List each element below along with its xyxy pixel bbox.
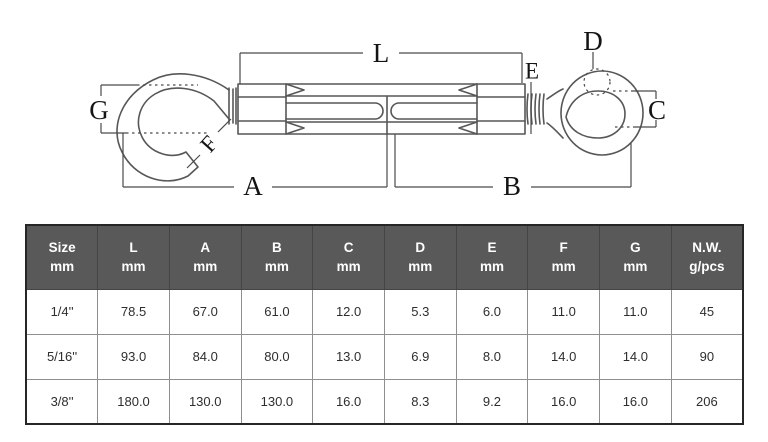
dim-label-l: L	[373, 38, 390, 68]
table-cell: 11.0	[599, 288, 672, 335]
table-cell: 13.0	[312, 333, 385, 380]
wire-diameter-dotted-circle	[583, 68, 611, 96]
table-cell: 14.0	[599, 333, 672, 380]
table-cell: 93.0	[97, 333, 170, 380]
header-name: G	[630, 239, 641, 255]
header-cell-g: G mm	[599, 224, 672, 290]
dimension-c: C	[613, 90, 666, 128]
dim-label-e: E	[525, 59, 539, 84]
table-cell: 206	[670, 378, 744, 425]
spec-table-header: Size mm L mm A mm B mm C mm	[25, 224, 744, 290]
header-cell-b: B mm	[240, 224, 314, 290]
dim-label-c: C	[648, 95, 666, 125]
header-name: N.W.	[692, 239, 722, 255]
header-cell-nw: N.W. g/pcs	[670, 224, 744, 290]
dimension-g: G	[89, 84, 207, 134]
table-cell: 130.0	[240, 378, 314, 425]
table-cell: 14.0	[527, 333, 600, 380]
header-cell-c: C mm	[312, 224, 385, 290]
dim-label-d: D	[583, 26, 603, 56]
dim-label-b: B	[503, 171, 521, 201]
table-cell: 45	[670, 288, 744, 335]
table-cell: 16.0	[312, 378, 385, 425]
table-row: 1/4'' 78.5 67.0 61.0 12.0 5.3 6.0 11.0 1…	[25, 288, 744, 335]
left-hex-nut	[237, 83, 287, 135]
header-name: E	[487, 239, 497, 255]
header-name: D	[415, 239, 426, 255]
table-cell: 130.0	[168, 378, 242, 425]
header-name: Size	[48, 239, 76, 255]
table-cell: 1/4''	[25, 288, 99, 335]
table-cell: 80.0	[240, 333, 314, 380]
table-cell: 5/16''	[25, 333, 99, 380]
table-cell: 5.3	[383, 288, 457, 335]
table-cell: 9.2	[455, 378, 529, 425]
table-cell: 16.0	[527, 378, 600, 425]
table-cell: 11.0	[527, 288, 600, 335]
header-unit: mm	[408, 259, 433, 275]
table-row: 5/16'' 93.0 84.0 80.0 13.0 6.9 8.0 14.0 …	[25, 333, 744, 380]
table-cell: 67.0	[168, 288, 242, 335]
header-unit: mm	[479, 259, 504, 275]
table-cell: 180.0	[97, 378, 170, 425]
table-cell: 61.0	[240, 288, 314, 335]
header-unit: mm	[50, 259, 75, 275]
thread-coils	[526, 88, 564, 139]
table-cell: 12.0	[312, 288, 385, 335]
dim-label-f: F	[195, 131, 222, 157]
header-unit: mm	[121, 259, 146, 275]
dimension-b: B	[394, 134, 632, 201]
header-unit: mm	[336, 259, 361, 275]
header-cell-l: L mm	[97, 224, 170, 290]
table-cell: 78.5	[97, 288, 170, 335]
dimension-l: L	[239, 38, 523, 84]
header-name: B	[272, 239, 282, 255]
header-unit: mm	[551, 259, 576, 275]
table-cell: 8.0	[455, 333, 529, 380]
header-cell-d: D mm	[383, 224, 457, 290]
table-cell: 16.0	[599, 378, 672, 425]
table-cell: 84.0	[168, 333, 242, 380]
body-frame	[285, 83, 478, 135]
hook-outline	[116, 73, 237, 182]
right-hex-nut	[476, 83, 526, 135]
header-unit: mm	[623, 259, 648, 275]
header-cell-size: Size mm	[25, 224, 99, 290]
header-name: F	[559, 239, 568, 255]
header-unit: mm	[264, 259, 289, 275]
header-cell-e: E mm	[455, 224, 529, 290]
header-unit: mm	[193, 259, 218, 275]
spec-table: Size mm L mm A mm B mm C mm	[25, 224, 744, 425]
header-name: L	[129, 239, 138, 255]
eye-outline	[560, 68, 644, 156]
table-cell: 90	[670, 333, 744, 380]
turnbuckle-technical-drawing: L D E G C F	[89, 26, 666, 201]
dimension-f: F	[186, 118, 232, 169]
header-unit: g/pcs	[689, 259, 725, 275]
header-cell-f: F mm	[527, 224, 600, 290]
dimension-d: D	[583, 26, 603, 69]
table-cell: 8.3	[383, 378, 457, 425]
table-row: 3/8'' 180.0 130.0 130.0 16.0 8.3 9.2 16.…	[25, 378, 744, 425]
table-cell: 3/8''	[25, 378, 99, 425]
dim-label-g: G	[89, 95, 109, 125]
dimension-e: E	[525, 59, 539, 134]
dim-label-a: A	[243, 171, 263, 201]
header-name: C	[343, 239, 354, 255]
table-cell: 6.0	[455, 288, 529, 335]
table-cell: 6.9	[383, 333, 457, 380]
dimension-a: A	[122, 133, 388, 201]
header-name: A	[200, 239, 211, 255]
header-cell-a: A mm	[168, 224, 242, 290]
